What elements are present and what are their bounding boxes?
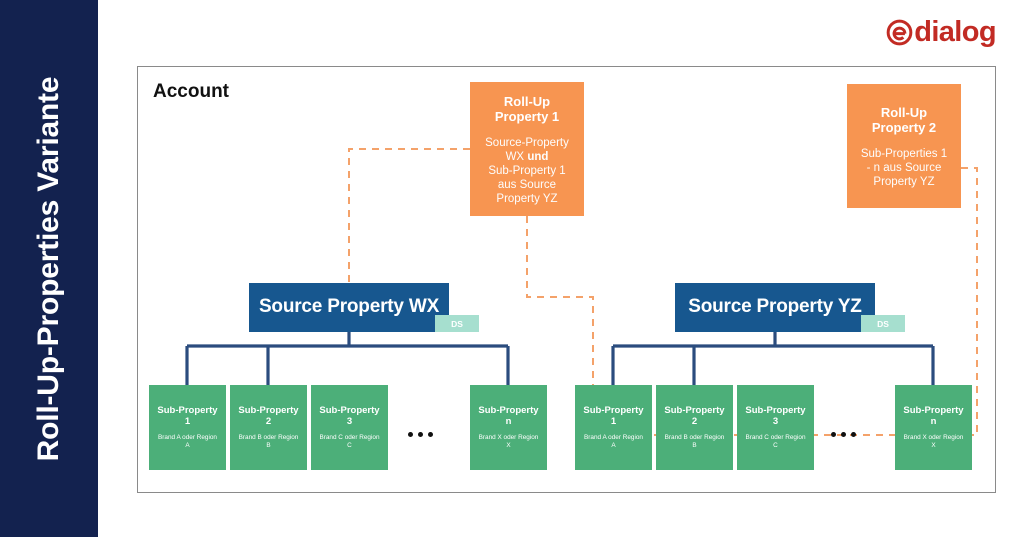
sub-property-left-1-box[interactable]: Sub-Property 1 Brand A oder Region A: [149, 385, 226, 470]
line2: C: [773, 442, 778, 450]
sub-property-right-2-box[interactable]: Sub-Property 2 Brand B oder Region B: [656, 385, 733, 470]
line2: A: [185, 442, 190, 450]
line1: Brand B oder Region: [664, 434, 725, 442]
line2: C: [347, 442, 352, 450]
label: Sub-Property: [238, 404, 299, 416]
sub-property-left-2-body: Brand B oder Region B: [239, 434, 299, 450]
sub-property-left-3-body: Brand C oder Region C: [319, 434, 379, 450]
roll-up-1-body-line3: Sub-Property 1: [488, 164, 566, 177]
roll-up-1-title-line1: Roll-Up: [503, 94, 551, 110]
dot: [408, 432, 413, 437]
roll-up-1-body: Source-Property WX und Sub-Property 1 au…: [485, 136, 569, 206]
right-group-ellipsis: [831, 432, 856, 437]
index: 3: [772, 416, 779, 428]
brand-name: dialog: [914, 16, 996, 48]
roll-up-2-body-line2: - n aus Source: [866, 161, 942, 174]
line2: B: [692, 442, 697, 450]
roll-up-2-title-line2: Property 2: [871, 120, 937, 136]
page-title: Account: [153, 81, 229, 102]
circled-e-icon: [886, 19, 913, 46]
line1: Brand A oder Region: [158, 434, 217, 442]
line2: X: [506, 442, 511, 450]
sub-property-left-2-title: Sub-Property 2: [238, 405, 298, 427]
label: Sub-Property: [664, 404, 725, 416]
sub-property-left-n-body: Brand X oder Region X: [479, 434, 539, 450]
sub-property-right-1-body: Brand A oder Region A: [584, 434, 643, 450]
label: Sub-Property: [583, 404, 644, 416]
source-property-wx-ds-badge: DS: [435, 315, 479, 332]
index: 3: [346, 416, 353, 428]
roll-up-property-2-box[interactable]: Roll-Up Property 2 Sub-Properties 1 - n …: [847, 84, 961, 208]
line1: Brand C oder Region: [745, 434, 806, 442]
roll-up-2-title: Roll-Up Property 2: [872, 105, 936, 136]
index: 1: [610, 416, 617, 428]
sub-property-right-n-box[interactable]: Sub-Property n Brand X oder Region X: [895, 385, 972, 470]
source-property-yz-title: Source Property YZ: [688, 296, 862, 318]
label: Sub-Property: [745, 404, 806, 416]
sub-property-right-3-box[interactable]: Sub-Property 3 Brand C oder Region C: [737, 385, 814, 470]
source-property-yz-box[interactable]: Source Property YZ: [675, 283, 875, 332]
roll-up-1-body-wx: WX: [505, 150, 525, 163]
roll-up-1-title: Roll-Up Property 1: [495, 94, 559, 125]
sub-property-left-1-body: Brand A oder Region A: [158, 434, 217, 450]
roll-up-1-body-und: und: [527, 150, 549, 163]
sub-property-left-3-title: Sub-Property 3: [319, 405, 379, 427]
left-group-ellipsis: [408, 432, 433, 437]
roll-up-1-title-line2: Property 1: [494, 109, 560, 125]
sidebar: Roll-Up-Properties Variante: [0, 0, 98, 537]
roll-up-2-title-line1: Roll-Up: [880, 105, 928, 121]
sub-property-right-3-body: Brand C oder Region C: [745, 434, 805, 450]
line1: Brand X oder Region: [478, 434, 539, 442]
index: 1: [184, 416, 191, 428]
source-property-wx-title: Source Property WX: [258, 296, 440, 318]
sub-property-right-n-title: Sub-Property n: [903, 405, 963, 427]
roll-up-2-body-line3: Property YZ: [873, 175, 935, 188]
line2: B: [266, 442, 271, 450]
dot: [831, 432, 836, 437]
label: Sub-Property: [903, 404, 964, 416]
roll-up-2-body-line1: Sub-Properties 1: [860, 147, 948, 160]
sidebar-title: Roll-Up-Properties Variante: [32, 76, 65, 461]
source-property-yz-ds-badge: DS: [861, 315, 905, 332]
sub-property-right-2-body: Brand B oder Region B: [665, 434, 725, 450]
sub-property-left-1-title: Sub-Property 1: [157, 405, 217, 427]
roll-up-1-body-line1: Source-Property: [485, 136, 569, 149]
line1: Brand C oder Region: [319, 434, 380, 442]
roll-up-1-body-line5: Property YZ: [496, 192, 558, 205]
line1: Brand A oder Region: [584, 434, 643, 442]
brand-logo: dialog: [886, 16, 997, 49]
line2: A: [611, 442, 616, 450]
roll-up-1-body-line4: aus Source: [497, 178, 557, 191]
line2: X: [931, 442, 936, 450]
label: Sub-Property: [319, 404, 380, 416]
label: Sub-Property: [157, 404, 218, 416]
index: 2: [691, 416, 698, 428]
sub-property-left-3-box[interactable]: Sub-Property 3 Brand C oder Region C: [311, 385, 388, 470]
dot: [428, 432, 433, 437]
index: 2: [265, 416, 272, 428]
roll-up-property-1-box[interactable]: Roll-Up Property 1 Source-Property WX un…: [470, 82, 584, 216]
sub-property-left-n-title: Sub-Property n: [478, 405, 538, 427]
source-property-wx-box[interactable]: Source Property WX: [249, 283, 449, 332]
dot: [851, 432, 856, 437]
sub-property-right-1-title: Sub-Property 1: [583, 405, 643, 427]
sub-property-right-n-body: Brand X oder Region X: [904, 434, 964, 450]
sub-property-right-2-title: Sub-Property 2: [664, 405, 724, 427]
sub-property-left-n-box[interactable]: Sub-Property n Brand X oder Region X: [470, 385, 547, 470]
dot: [841, 432, 846, 437]
sub-property-left-2-box[interactable]: Sub-Property 2 Brand B oder Region B: [230, 385, 307, 470]
dot: [418, 432, 423, 437]
index: n: [505, 416, 512, 428]
sub-property-right-1-box[interactable]: Sub-Property 1 Brand A oder Region A: [575, 385, 652, 470]
index: n: [930, 416, 937, 428]
sub-property-right-3-title: Sub-Property 3: [745, 405, 805, 427]
label: Sub-Property: [478, 404, 539, 416]
line1: Brand B oder Region: [238, 434, 299, 442]
line1: Brand X oder Region: [903, 434, 964, 442]
roll-up-2-body: Sub-Properties 1 - n aus Source Property…: [861, 147, 947, 189]
